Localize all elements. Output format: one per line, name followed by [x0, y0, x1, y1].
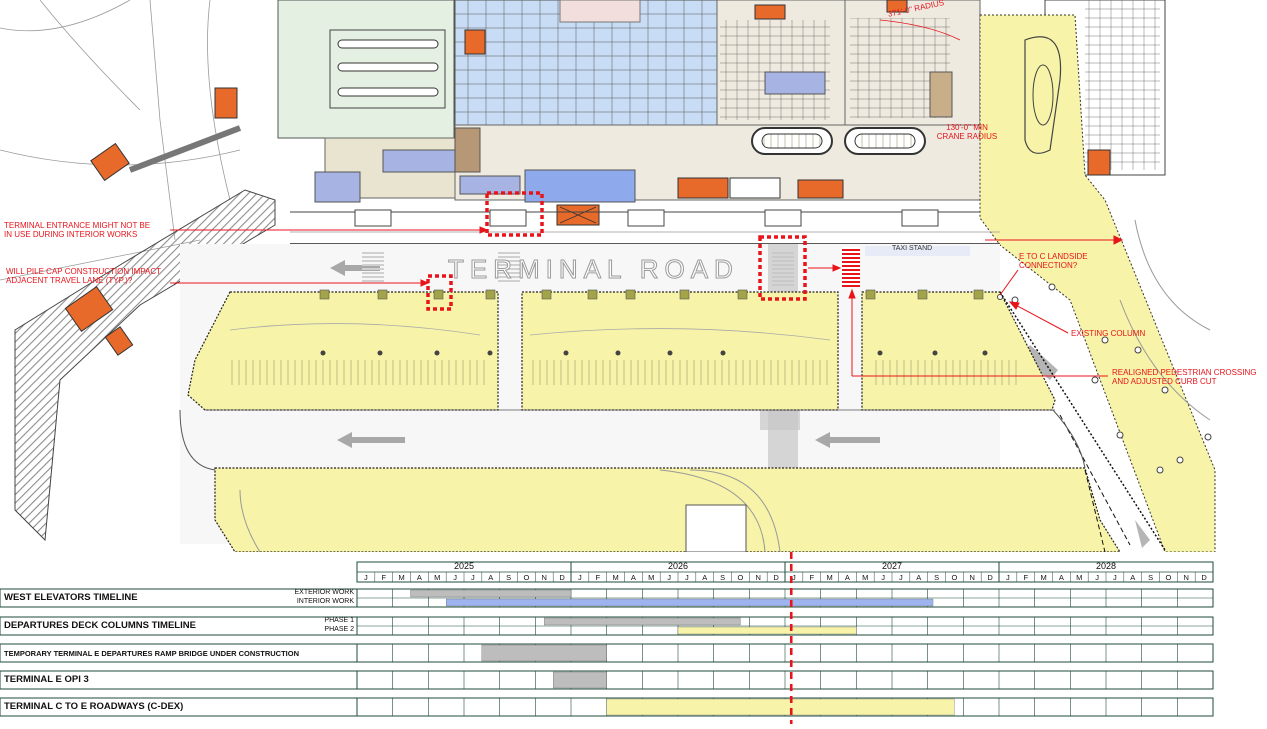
sub-row-label: INTERIOR WORK [296, 597, 354, 605]
month-label: A [702, 572, 708, 582]
month-label: J [1095, 572, 1099, 582]
timeline-grid [0, 552, 1214, 724]
month-label: M [826, 572, 833, 582]
month-label: A [1130, 572, 1136, 582]
month-label: S [506, 572, 512, 582]
month-label: J [578, 572, 582, 582]
month-label: A [844, 572, 850, 582]
month-label: J [1006, 572, 1010, 582]
month-label: N [541, 572, 547, 582]
row-title: TEMPORARY TERMINAL E DEPARTURES RAMP BRI… [4, 649, 300, 658]
year-label: 2026 [667, 561, 689, 571]
schedule-bar [553, 671, 607, 689]
month-label: J [364, 572, 368, 582]
month-label: O [951, 572, 958, 582]
month-label: F [1023, 572, 1029, 582]
month-label: A [916, 572, 922, 582]
month-label: J [453, 572, 457, 582]
month-label: N [1183, 572, 1189, 582]
month-label: J [685, 572, 689, 582]
month-label: F [381, 572, 387, 582]
month-label: M [612, 572, 619, 582]
month-label: F [595, 572, 601, 582]
month-label: A [416, 572, 422, 582]
year-label: 2027 [881, 561, 903, 571]
row-title: WEST ELEVATORS TIMELINE [4, 592, 138, 603]
month-label: D [773, 572, 779, 582]
traffic-arrow [337, 432, 405, 448]
schedule-bar [677, 626, 857, 635]
schedule-bar [481, 644, 607, 662]
impact-highlight [426, 191, 807, 311]
sub-row-label: EXTERIOR WORK [294, 588, 354, 596]
month-label: S [934, 572, 940, 582]
month-label: O [1165, 572, 1172, 582]
year-label: 2025 [453, 561, 475, 571]
crane-radius-label: 130'-0" MIN CRANE RADIUS [936, 123, 998, 141]
month-label: F [809, 572, 815, 582]
month-label: O [523, 572, 530, 582]
month-label: N [969, 572, 975, 582]
callout-leaders [170, 226, 1124, 377]
taxi-stand-label: TAXI STAND [892, 245, 933, 252]
traffic-arrow [330, 260, 380, 276]
month-label: M [398, 572, 405, 582]
schedule-bar [446, 598, 934, 607]
year-label: 2028 [1095, 561, 1117, 571]
row-title: TERMINAL E OPI 3 [4, 674, 89, 685]
sub-row-label: PHASE 2 [324, 625, 354, 633]
month-label: M [648, 572, 655, 582]
month-label: D [987, 572, 993, 582]
schedule-bar [410, 589, 572, 598]
month-label: S [720, 572, 726, 582]
left-diagonal-structure [14, 87, 276, 542]
road-name: TERMINAL ROAD [448, 254, 739, 285]
existing-columns [320, 350, 988, 356]
site-plan-drawing [0, 0, 1216, 553]
month-label: N [755, 572, 761, 582]
sub-row-label: PHASE 1 [324, 616, 354, 624]
traffic-arrow [815, 432, 880, 448]
realigned-crosswalk [842, 247, 860, 287]
month-label: J [881, 572, 885, 582]
month-label: A [488, 572, 494, 582]
crossing-callout: REALIGNED PEDESTRIAN CROSSING AND ADJUST… [1112, 368, 1257, 386]
entrance-callout: TERMINAL ENTRANCE MIGHT NOT BE IN USE DU… [4, 221, 151, 239]
month-label: J [1113, 572, 1117, 582]
landside-callout: E TO C LANDSIDE CONNECTION? [1019, 252, 1088, 270]
month-label: S [1148, 572, 1154, 582]
row-title: TERMINAL C TO E ROADWAYS (C-DEX) [4, 701, 184, 712]
schedule-bar [544, 617, 741, 626]
row-title: DEPARTURES DECK COLUMNS TIMELINE [4, 620, 196, 631]
month-label: D [559, 572, 565, 582]
month-label: M [862, 572, 869, 582]
site-plan: TERMINAL ROAD TAXI STAND 371'-0" RADIUS … [0, 0, 1257, 553]
schedule-bar [606, 698, 955, 716]
terminal-building [277, 0, 1166, 226]
existing-column-callout: EXISTING COLUMN [1071, 329, 1146, 338]
pile-cap-callout: WILL PILE CAP CONSTRUCTION IMPACT ADJACE… [6, 267, 161, 285]
month-label: J [471, 572, 475, 582]
month-label: A [1058, 572, 1064, 582]
month-label: D [1201, 572, 1207, 582]
month-label: M [1040, 572, 1047, 582]
month-label: J [792, 572, 796, 582]
month-label: M [434, 572, 441, 582]
month-label: M [1076, 572, 1083, 582]
month-label: J [899, 572, 903, 582]
month-label: A [630, 572, 636, 582]
month-label: O [737, 572, 744, 582]
column-markers [319, 289, 984, 300]
deck-work-zones [187, 291, 1122, 553]
month-label: J [667, 572, 671, 582]
